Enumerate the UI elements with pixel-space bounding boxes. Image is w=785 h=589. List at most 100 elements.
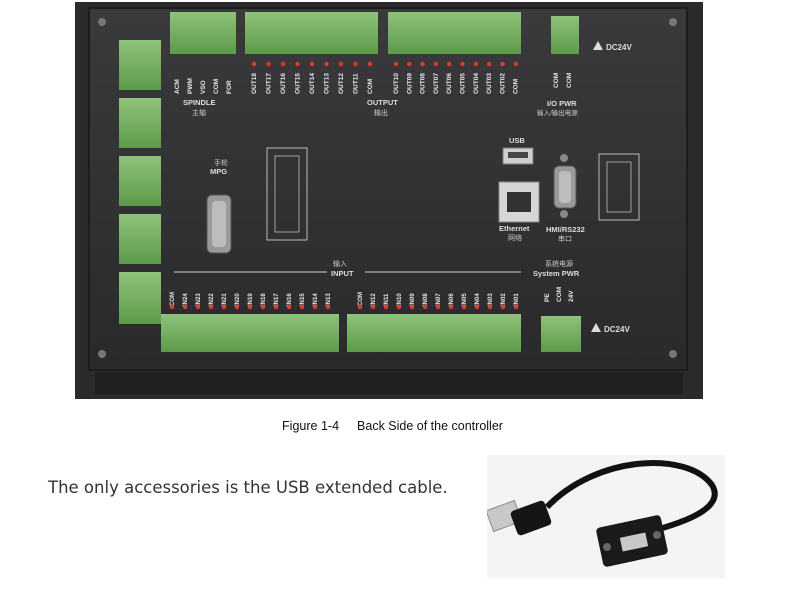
pin-label: OUT05	[460, 73, 467, 94]
pin-label: ACM	[174, 79, 181, 94]
status-led	[309, 61, 315, 67]
pin-label: OUT12	[338, 73, 345, 94]
status-led	[357, 304, 363, 310]
io-pwr-label: I/O PWR	[547, 99, 577, 108]
pin-label: IN06	[449, 293, 455, 306]
spindle-terminal	[170, 12, 236, 54]
ethernet-label-cn: 网络	[508, 233, 522, 242]
status-led	[295, 61, 300, 67]
pin-label: 24V	[568, 290, 575, 302]
pin-label: OUT18	[251, 73, 258, 94]
mpg-label: MPG	[210, 167, 227, 176]
output-terminal-left	[245, 12, 378, 54]
status-led	[195, 304, 201, 310]
pin-label: IN20	[235, 293, 241, 306]
status-led	[473, 61, 478, 67]
pin-label: IN12	[371, 293, 377, 306]
input-terminal-right	[347, 314, 521, 352]
status-led	[513, 61, 518, 67]
pin-label: IN18	[261, 293, 267, 306]
status-led	[251, 61, 257, 67]
figure-number: Figure 1-4	[282, 419, 340, 433]
sys-pwr-label-cn: 系统电源	[545, 259, 573, 268]
pin-label: IN19	[248, 293, 254, 306]
pin-label: IN22	[209, 293, 215, 306]
status-led	[234, 304, 240, 310]
status-led	[208, 304, 214, 310]
status-led	[182, 304, 188, 310]
status-led	[169, 304, 175, 310]
status-led	[221, 304, 227, 310]
pin-label: OUT10	[393, 73, 400, 94]
status-led	[286, 304, 292, 310]
pin-label: IN07	[436, 293, 442, 306]
status-led	[370, 304, 376, 310]
pin-label: COM	[213, 79, 220, 94]
status-led	[260, 304, 266, 310]
output-terminal-right	[388, 12, 521, 54]
status-led	[367, 61, 373, 67]
status-led	[409, 304, 415, 310]
pin-label: OUT15	[295, 73, 302, 94]
pin-label: IN16	[287, 293, 293, 306]
pin-label: IN24	[183, 293, 189, 306]
sys-pwr-terminal	[541, 316, 581, 352]
pin-label: IN14	[313, 293, 319, 306]
status-led	[500, 61, 505, 67]
pin-label: IN08	[423, 293, 429, 306]
pin-label: OUT11	[353, 73, 360, 94]
status-led	[396, 304, 402, 310]
pin-label: COM	[513, 79, 520, 94]
pin-label: IN04	[475, 293, 481, 306]
input-label: INPUT	[331, 269, 354, 278]
pin-label: OUT09	[406, 73, 413, 94]
pin-label: COM	[553, 73, 560, 88]
figure-caption: Figure 1-4 Back Side of the controller	[0, 419, 785, 433]
pin-label: OUT16	[280, 73, 287, 94]
input-pin-labels-left: COM IN24 IN23 IN22 IN21 IN20 IN19 IN18 IN17 IN16 I…	[169, 292, 332, 310]
pin-label: OUT03	[486, 73, 493, 94]
dc24v-top-label: DC24V	[606, 43, 632, 52]
status-led	[461, 304, 467, 310]
usb-label: USB	[509, 136, 525, 145]
hmi-label: HMI/RS232	[546, 225, 585, 234]
pin-label: OUT06	[446, 73, 453, 94]
pin-label: IN21	[222, 293, 228, 306]
status-led	[280, 61, 286, 67]
pin-label: OUT08	[420, 73, 427, 94]
output-label: OUTPUT	[367, 98, 398, 107]
status-led	[273, 304, 279, 310]
pin-label: OUT04	[473, 73, 480, 94]
status-led	[353, 61, 358, 67]
status-led	[312, 304, 318, 310]
pin-label: IN17	[274, 293, 280, 306]
accessory-note: The only accessories is the USB extended…	[48, 478, 448, 497]
pin-label: IN05	[462, 293, 468, 306]
pin-label: PE	[544, 293, 551, 302]
status-led	[383, 304, 389, 310]
pin-label: COM	[367, 79, 374, 94]
input-terminal-left	[161, 314, 339, 352]
status-led	[474, 304, 480, 310]
io-pwr-terminal	[551, 16, 579, 54]
status-led	[422, 304, 428, 310]
status-led	[299, 304, 305, 310]
figure-title: Back Side of the controller	[357, 419, 503, 433]
pin-label: COM	[358, 292, 364, 306]
pin-label: VSO	[200, 80, 207, 94]
pin-label: IN23	[196, 293, 202, 306]
pin-label: COM	[566, 73, 573, 88]
mpg-label-cn: 手轮	[214, 158, 228, 167]
pin-label: IN10	[397, 293, 403, 306]
pin-label: IN13	[326, 293, 332, 306]
status-led	[486, 61, 492, 67]
pin-label: COM	[170, 292, 176, 306]
status-led	[487, 304, 493, 310]
hmi-label-cn: 串口	[558, 235, 572, 243]
pin-label: PWM	[187, 78, 194, 94]
pin-label: OUT14	[309, 73, 316, 94]
